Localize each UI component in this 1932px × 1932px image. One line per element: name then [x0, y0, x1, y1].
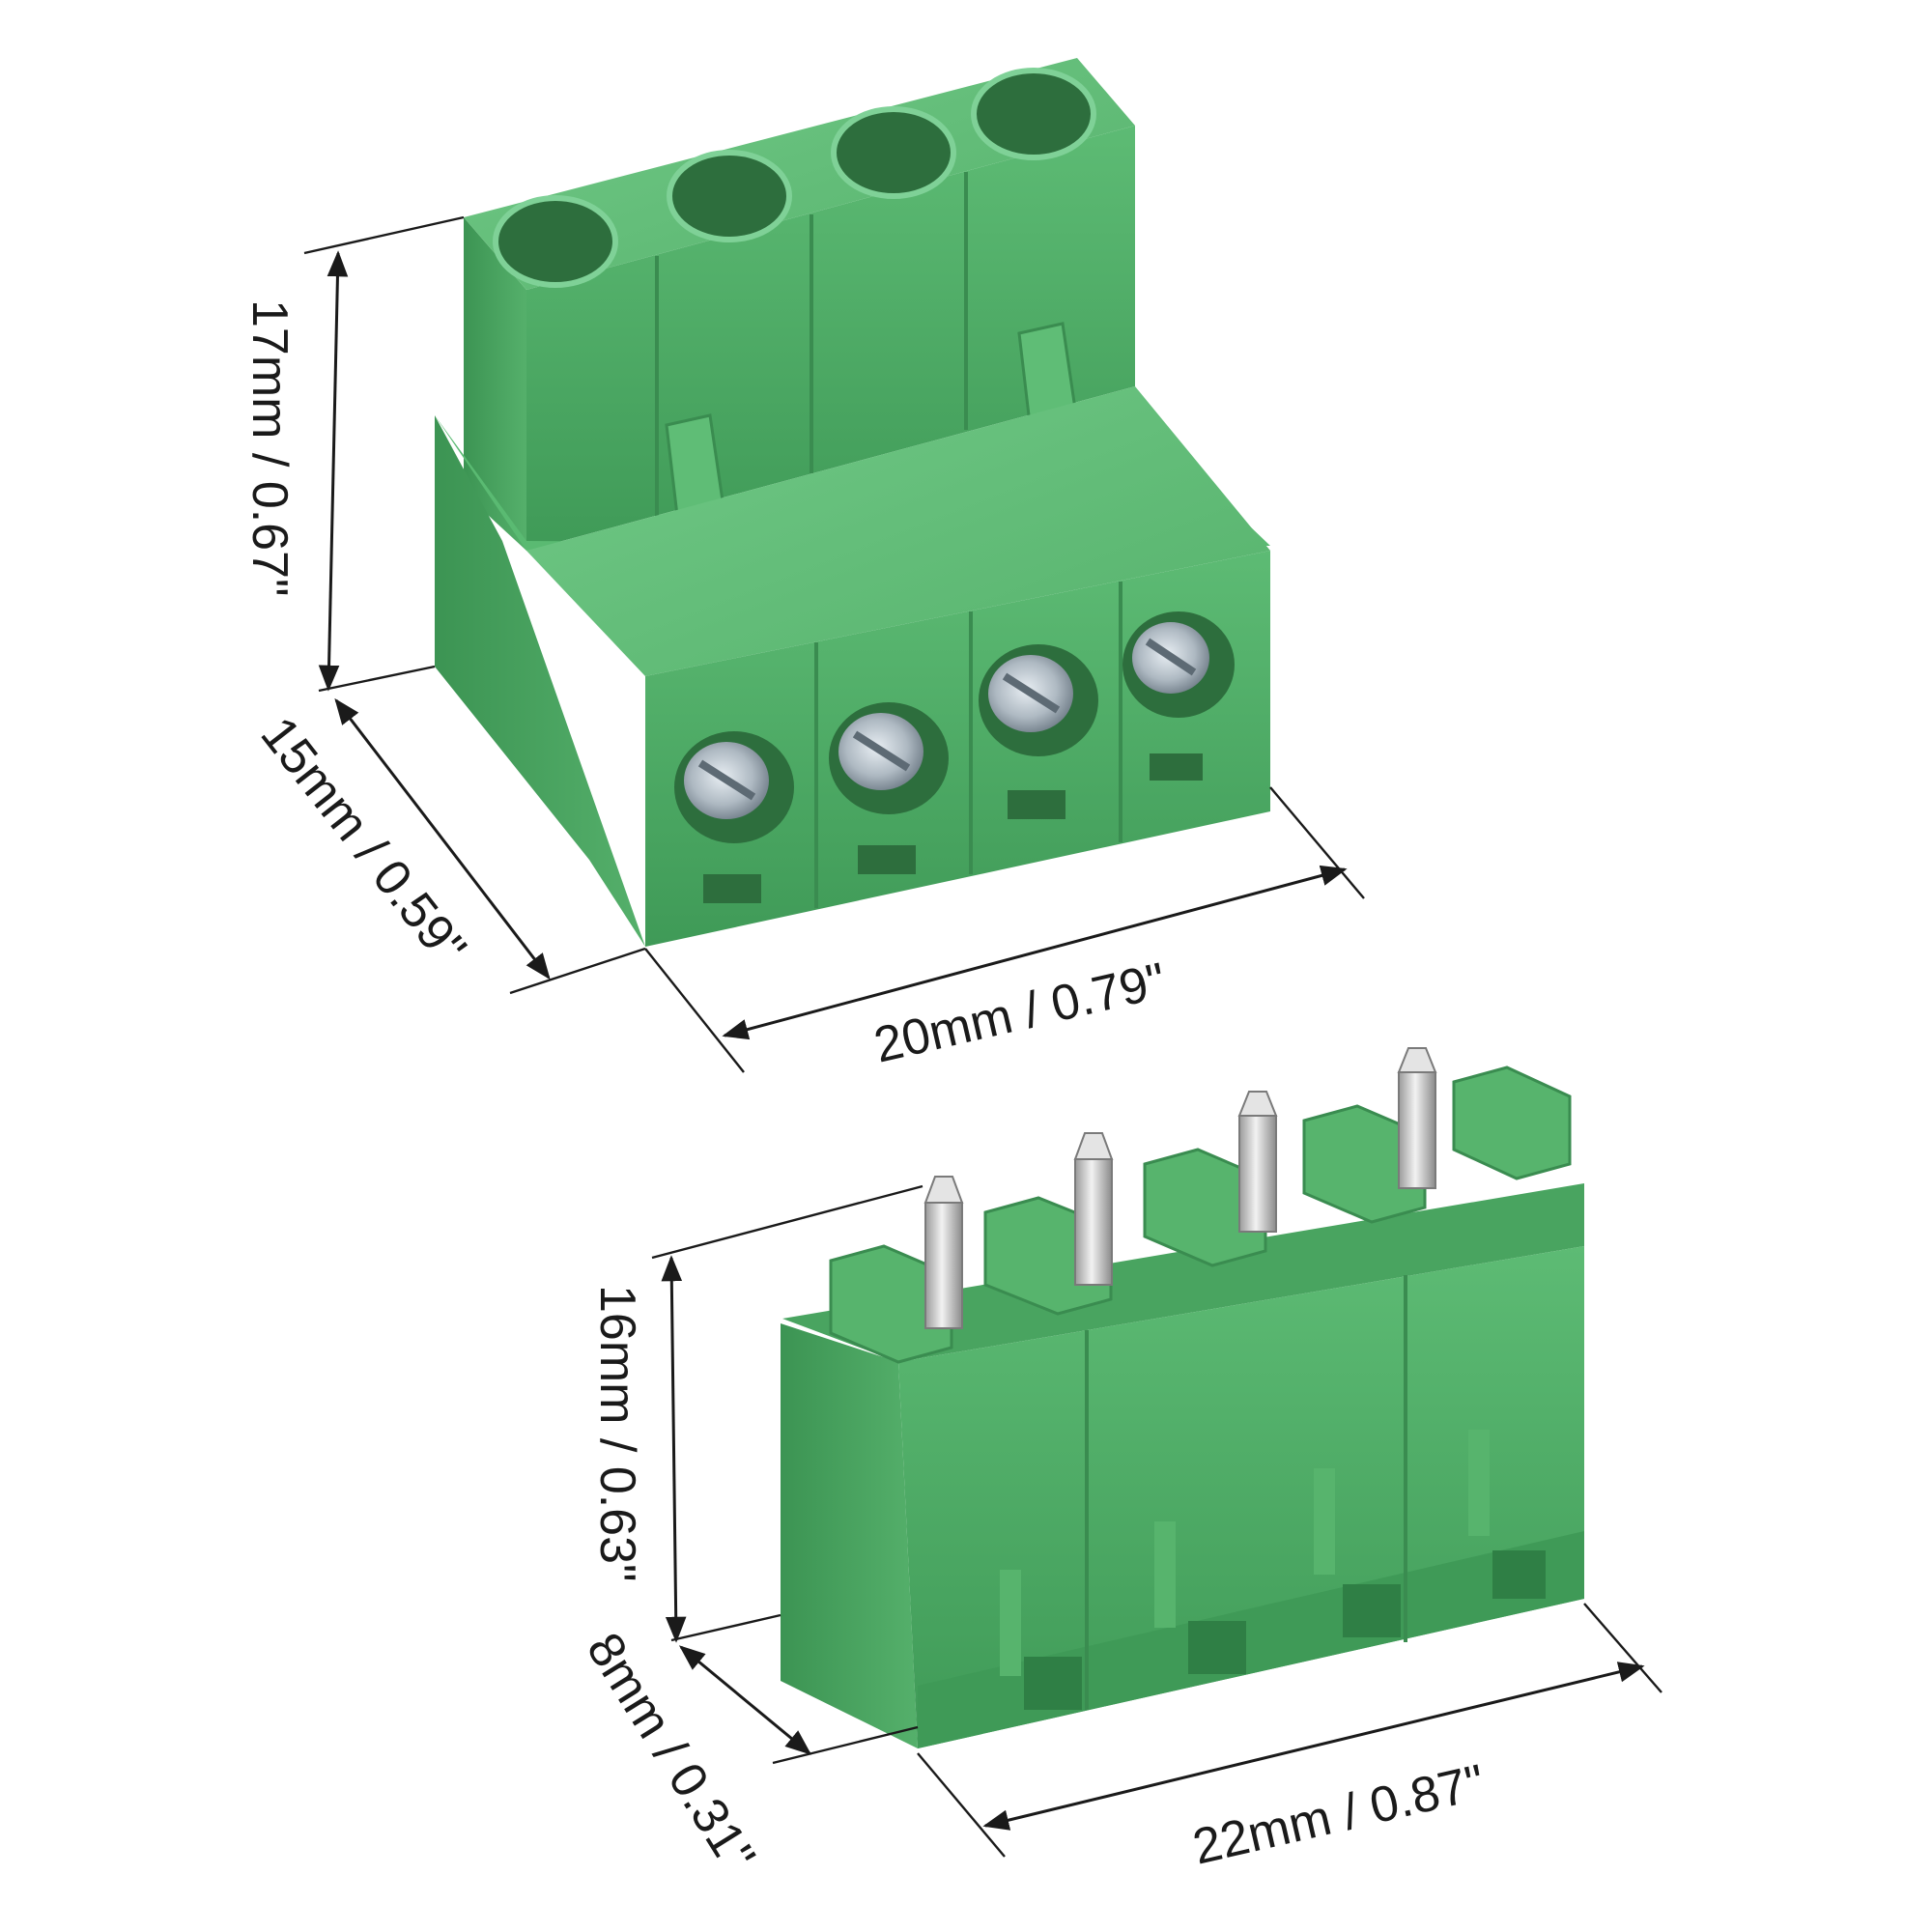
- plug-body-left-face: [435, 415, 645, 947]
- header-pin: [1073, 1132, 1114, 1286]
- plug-depth-dim-line: [334, 697, 551, 980]
- plug-tower-left-face: [464, 217, 526, 551]
- plug-width-dim-line: [722, 865, 1348, 1040]
- header-dividers: [1085, 1275, 1407, 1710]
- header-pins: [923, 1047, 1437, 1329]
- plug-tower-top-face: [464, 58, 1135, 290]
- plug-screw-terminals: [674, 611, 1235, 903]
- plug-top-wire-holes: [493, 68, 1096, 288]
- header-width-dim-line: [982, 1662, 1645, 1831]
- plug-height-label: 17mm / 0.67": [242, 299, 298, 596]
- header-left-face: [781, 1323, 918, 1748]
- header-height-label: 16mm / 0.63": [589, 1285, 645, 1581]
- plug-body-ledge: [526, 386, 1270, 676]
- screw-terminal: [979, 644, 1098, 819]
- screw-terminal: [1122, 611, 1235, 781]
- header-pin: [1237, 1091, 1278, 1233]
- screw-terminal: [674, 731, 794, 903]
- top-hole: [971, 68, 1096, 160]
- top-hole: [831, 106, 956, 199]
- plug-tower-ribs: [655, 172, 968, 517]
- plug-connector: [435, 58, 1270, 947]
- header-front-ribs: [1000, 1430, 1490, 1676]
- screw-terminal: [829, 702, 949, 874]
- header-top-face: [782, 1183, 1584, 1362]
- plug-width-label: 20mm / 0.79": [869, 952, 1172, 1074]
- top-hole: [667, 150, 792, 242]
- plug-body-front-face: [645, 551, 1270, 947]
- header-width-label: 22mm / 0.87": [1188, 1754, 1491, 1876]
- header-depth-dim-line: [678, 1645, 812, 1755]
- plug-front-dividers: [814, 582, 1122, 908]
- header-pin: [923, 1176, 964, 1329]
- header-height-dim-line: [661, 1255, 687, 1643]
- top-hole: [493, 195, 618, 288]
- plug-height-dim-line: [318, 250, 349, 692]
- header-connector: [781, 1047, 1584, 1748]
- header-pin: [1397, 1047, 1437, 1189]
- header-depth-label: 8mm / 0.31": [576, 1624, 766, 1882]
